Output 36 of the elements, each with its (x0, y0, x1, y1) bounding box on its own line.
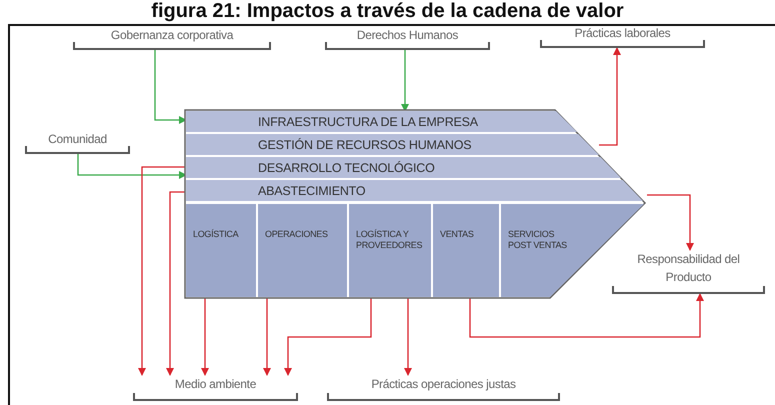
column-label: OPERACIONES (265, 229, 327, 240)
band-label: INFRAESTRUCTURA DE LA EMPRESA (258, 114, 478, 128)
arrow (469, 293, 704, 338)
activity-band (186, 157, 621, 178)
activity-column (349, 204, 431, 297)
arrow (599, 47, 621, 146)
impact-label: Comunidad (48, 131, 107, 148)
arrow (201, 297, 209, 376)
column-label: VENTAS (440, 229, 475, 240)
figure-title: figura 21: Impactos a través de la cadena de valor (150, 0, 625, 22)
activity-column (186, 204, 256, 297)
arrow (77, 154, 187, 179)
arrow (263, 297, 271, 376)
arrow (166, 191, 186, 376)
arrow (138, 166, 186, 376)
activity-band (186, 134, 599, 155)
impact-label: Gobernanza corporativa (110, 27, 234, 44)
arrow (404, 297, 412, 376)
column-label: LOGÍSTICA (193, 229, 240, 240)
band-label: ABASTECIMIENTO (258, 184, 366, 198)
band-label: GESTIÓN DE RECURSOS HUMANOS (258, 138, 472, 152)
arrow (154, 50, 187, 124)
impact-label: Prácticas operaciones justas (371, 376, 516, 393)
impact-label: Responsabilidad del Producto (636, 251, 741, 286)
impact-label: Medio ambiente (174, 376, 256, 393)
band-label: DESARROLLO TECNOLÓGICO (258, 160, 435, 174)
activity-column (433, 204, 499, 297)
arrow (284, 297, 372, 376)
arrow (647, 194, 694, 251)
activity-band (186, 180, 643, 201)
impact-label: Derechos Humanos (356, 27, 458, 44)
arrow (401, 50, 409, 112)
impact-label: Prácticas laborales (574, 25, 670, 42)
column-label: SERVICIOS POST VENTAS (508, 229, 568, 251)
activity-band (186, 111, 577, 132)
activity-column (258, 204, 347, 297)
